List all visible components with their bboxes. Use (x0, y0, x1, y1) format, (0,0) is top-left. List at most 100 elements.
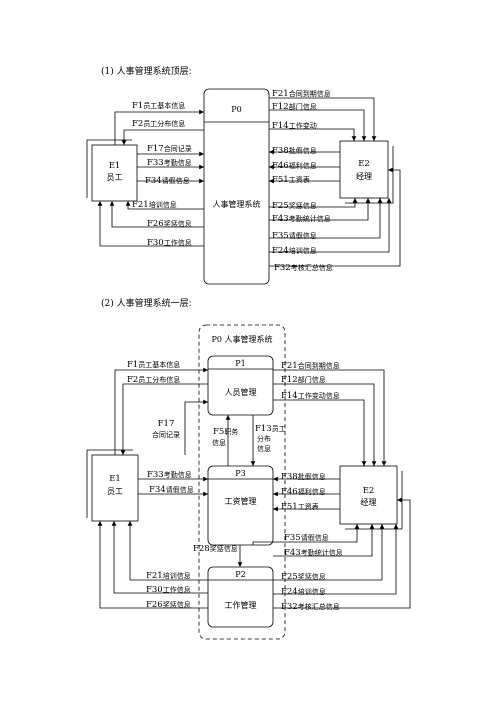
s2-e1-id: E1 (109, 474, 121, 484)
s2-flow-label-f21-1: F21合同到期信息 (281, 361, 340, 371)
s1-flow-label-f14-4: F14工作变动 (272, 121, 317, 131)
s2-flow-label-f5-6: F5职务信息 (212, 427, 238, 447)
s2-p1-name: 人员管理 (225, 387, 257, 397)
s1-flow-label-f46-8: F46福利信息 (272, 161, 317, 171)
section2-diagram (86, 324, 411, 640)
s1-flow-f30 (97, 201, 204, 247)
s1-flow-label-f24-17: F24培训信息 (272, 246, 317, 256)
s2-flow-f1 (114, 367, 208, 455)
s2-p2-name: 工作管理 (225, 600, 257, 610)
s2-flow-f32 (273, 497, 411, 609)
s1-entity-e1 (86, 139, 138, 202)
s1-flow-f21-training (125, 201, 204, 210)
s1-flow-label-f38-6: F38批假信息 (272, 146, 317, 156)
s1-flow-f2 (121, 129, 204, 145)
s1-flow-label-f34-9: F34请假信息 (145, 176, 190, 186)
s2-p2-box (207, 566, 274, 628)
s1-flow-label-f26-13: F26奖惩信息 (147, 219, 192, 229)
s1-e1-box (91, 144, 138, 202)
s1-e2-shadow (345, 146, 394, 204)
s2-flow-label-f2-2: F2员工分布信息 (127, 375, 180, 385)
s1-e1-name: 员工 (107, 173, 123, 182)
s1-flow-f24 (269, 198, 392, 253)
s1-e1-shadow (86, 139, 132, 198)
s1-flow-label-f43-14: F43考勤统计信息 (272, 214, 331, 224)
s2-flow-label-f12-3: F12部门信息 (281, 375, 326, 385)
s1-p0-name: 人事管理系统 (213, 199, 261, 209)
s2-flow-label-f26-20: F26奖惩信息 (146, 600, 191, 610)
s2-e2-id: E2 (363, 486, 375, 496)
s1-flow-label-f51-10: F51工资表 (272, 175, 310, 185)
s2-p1-id: P1 (235, 359, 245, 368)
s2-flow-label-f43-15: F43考勤统计信息 (284, 548, 343, 558)
s1-e2-id: E2 (358, 159, 370, 169)
s2-p0-label: P0 人事管理系统 (211, 334, 272, 344)
section1-diagram (86, 88, 401, 285)
s2-flow-label-f25-17: F25奖惩信息 (281, 572, 326, 582)
s2-p2-id: P2 (235, 570, 245, 579)
s1-p0-box (203, 88, 270, 285)
section1-caption-number: (1) (101, 67, 114, 77)
s1-flow-label-f35-15: F35请假信息 (272, 231, 317, 241)
s2-p3-name: 工资管理 (225, 496, 257, 506)
s1-flow-label-f1-1: F1员工基本信息 (132, 101, 185, 111)
s1-flow-f12 (269, 109, 367, 141)
s1-e2-name: 经理 (356, 171, 372, 181)
section2-caption: (2) 人事管理系统一层: (101, 296, 192, 309)
section1-caption-text: 人事管理系统顶层: (116, 67, 192, 77)
s1-flow-label-f2-3: F2员工分布信息 (132, 119, 185, 129)
s2-flow-label-f34-10: F34请假信息 (149, 485, 194, 495)
s2-flow-label-f46-11: F46福利信息 (281, 487, 326, 497)
section2-caption-number: (2) (101, 299, 114, 309)
s2-flow-label-f13-7: F13员工分布信息 (255, 424, 286, 453)
s2-e2-box (339, 465, 398, 525)
s2-flow-label-f30-18: F30工作信息 (146, 585, 191, 595)
s1-flow-f43 (269, 198, 371, 221)
s2-flow-f35 (252, 524, 360, 545)
s1-flow-label-f30-16: F30工作信息 (147, 238, 192, 248)
s1-e1-id: E1 (109, 161, 121, 171)
s2-flow-label-f38-9: F38批假信息 (281, 472, 326, 482)
s1-flow-f1 (114, 109, 204, 145)
s2-flow-f26 (97, 521, 208, 609)
s2-e2-shadow (345, 471, 403, 530)
s2-flow-f25 (273, 524, 385, 581)
s1-flow-f26 (109, 201, 204, 228)
s1-flow-f25 (269, 198, 358, 208)
s2-flow-label-f1-0: F1员工基本信息 (127, 360, 180, 370)
s2-flow-f12 (273, 383, 377, 466)
s1-flow-label-f21-0: F21合同到期信息 (272, 89, 331, 99)
s2-flow-label-f35-13: F35请假信息 (284, 533, 329, 543)
s1-flow-label-f21-11: F21培训信息 (132, 200, 177, 210)
s1-flow-f21-contract (269, 97, 377, 141)
s2-flow-label-f51-12: F51工资表 (281, 502, 319, 512)
s2-flow-f2 (120, 383, 208, 455)
s1-flow-label-f33-7: F33考勤信息 (147, 158, 192, 168)
s2-flow-labels: F1员工基本信息 F21合同到期信息 F2员工分布信息 F12部门信息 F14工作变动信… (127, 360, 343, 612)
s1-flow-f35 (269, 198, 383, 239)
s2-flow-label-f24-19: F24培训信息 (281, 587, 326, 597)
section2-labels: P0 人事管理系统 P1 人员管理 P3 工资管理 P2 工作管理 E1 员工 … (107, 334, 377, 612)
s1-e2-box (339, 140, 389, 199)
s2-flow-f17 (184, 399, 208, 455)
s1-flow-label-f32-18: F32考核汇总信息 (274, 263, 333, 273)
s2-e2-name: 经理 (361, 497, 377, 507)
s2-flow-f43 (273, 524, 375, 557)
s1-flow-label-f25-12: F25奖惩信息 (272, 201, 317, 211)
s1-flow-label-f17-5: F17合同记录 (147, 144, 192, 154)
s1-flow-f32 (269, 167, 401, 267)
s2-flow-f24 (273, 524, 399, 595)
s2-p0-boundary (198, 324, 286, 640)
s2-flow-label-f14-4: F14工作变动信息 (281, 391, 340, 401)
section1-caption: (1) 人事管理系统顶层: (101, 64, 192, 77)
s1-p0-id: P0 (231, 105, 241, 114)
s1-flow-f14 (269, 128, 357, 141)
s2-e1-name: 员工 (107, 487, 123, 496)
s2-p1-box (207, 355, 274, 416)
section2-caption-text: 人事管理系统一层: (116, 299, 192, 309)
s2-flow-f30 (111, 521, 208, 594)
